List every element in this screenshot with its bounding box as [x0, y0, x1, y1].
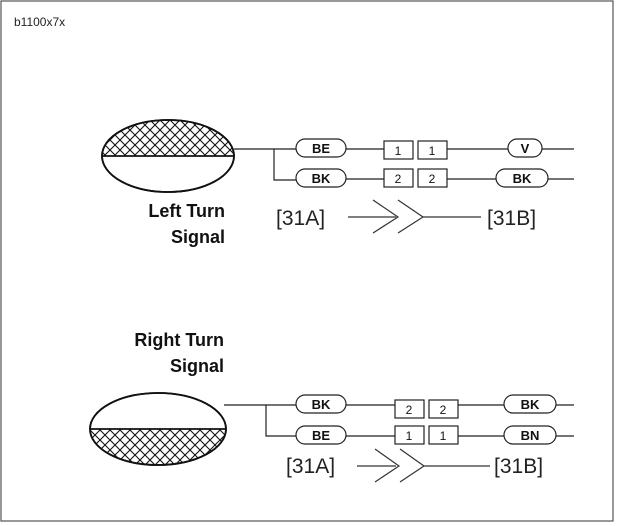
pin-box [428, 399, 459, 419]
wire-color-label: BK [513, 171, 532, 186]
wire-color-label: BK [312, 397, 331, 412]
pin-box [394, 399, 425, 419]
right-connector-chevron-icon [357, 448, 490, 483]
pin-box [383, 140, 414, 160]
pin-box [383, 168, 414, 188]
wire-color-label: BE [312, 141, 330, 156]
wire-color-badge [503, 425, 557, 445]
right-signal-title-line1: Right Turn [134, 330, 224, 350]
pin-label: 2 [406, 403, 413, 417]
left-signal-title-line2: Signal [171, 227, 225, 247]
pin-box [417, 168, 448, 188]
left-lamp-lead [234, 148, 296, 181]
left-signal-title-line1: Left Turn [148, 201, 225, 221]
pin-label: 1 [406, 429, 413, 443]
pin-label: 2 [440, 403, 447, 417]
left-connector-b-label: [31B] [487, 207, 536, 230]
right-signal-title-line2: Signal [170, 356, 224, 376]
right-lamp-lead [224, 404, 296, 437]
pin-label: 1 [429, 144, 436, 158]
wire-color-badge [295, 394, 347, 414]
left-wire-2: BK 2 2 BK [295, 168, 574, 188]
pin-label: 1 [440, 429, 447, 443]
wire-color-badge [503, 394, 557, 414]
pin-label: 1 [395, 144, 402, 158]
wire-color-label: V [521, 141, 530, 156]
wire-color-badge [495, 168, 549, 188]
wire-color-label: BN [521, 428, 540, 443]
right-connector-a-label: [31A] [286, 455, 335, 478]
left-wire-1: BE 1 1 V [295, 138, 574, 160]
right-wire-1: BK 2 2 BK [295, 394, 574, 419]
wire-color-badge [295, 138, 347, 158]
wire-color-badge [295, 168, 347, 188]
pin-box [394, 425, 425, 445]
right-turn-signal-group: Right Turn Signal BK 2 2 BK [89, 330, 574, 483]
left-connector-a-label: [31A] [276, 207, 325, 230]
pin-label: 2 [395, 172, 402, 186]
right-turn-lamp-icon [89, 392, 227, 466]
left-turn-signal-group: BE 1 1 V BK 2 2 BK Left Turn Sig [101, 119, 574, 247]
image-code: b1100x7x [14, 15, 65, 29]
left-turn-lamp-icon [101, 119, 235, 193]
wire-color-label: BE [312, 428, 330, 443]
right-wire-2: BE 1 1 BN [295, 425, 574, 445]
wire-color-label: BK [312, 171, 331, 186]
wire-color-badge [507, 138, 543, 158]
wire-color-label: BK [521, 397, 540, 412]
right-connector-b-label: [31B] [494, 455, 543, 478]
pin-box [417, 140, 448, 160]
pin-label: 2 [429, 172, 436, 186]
left-connector-chevron-icon [348, 199, 481, 234]
pin-box [428, 425, 459, 445]
wire-color-badge [295, 425, 347, 445]
